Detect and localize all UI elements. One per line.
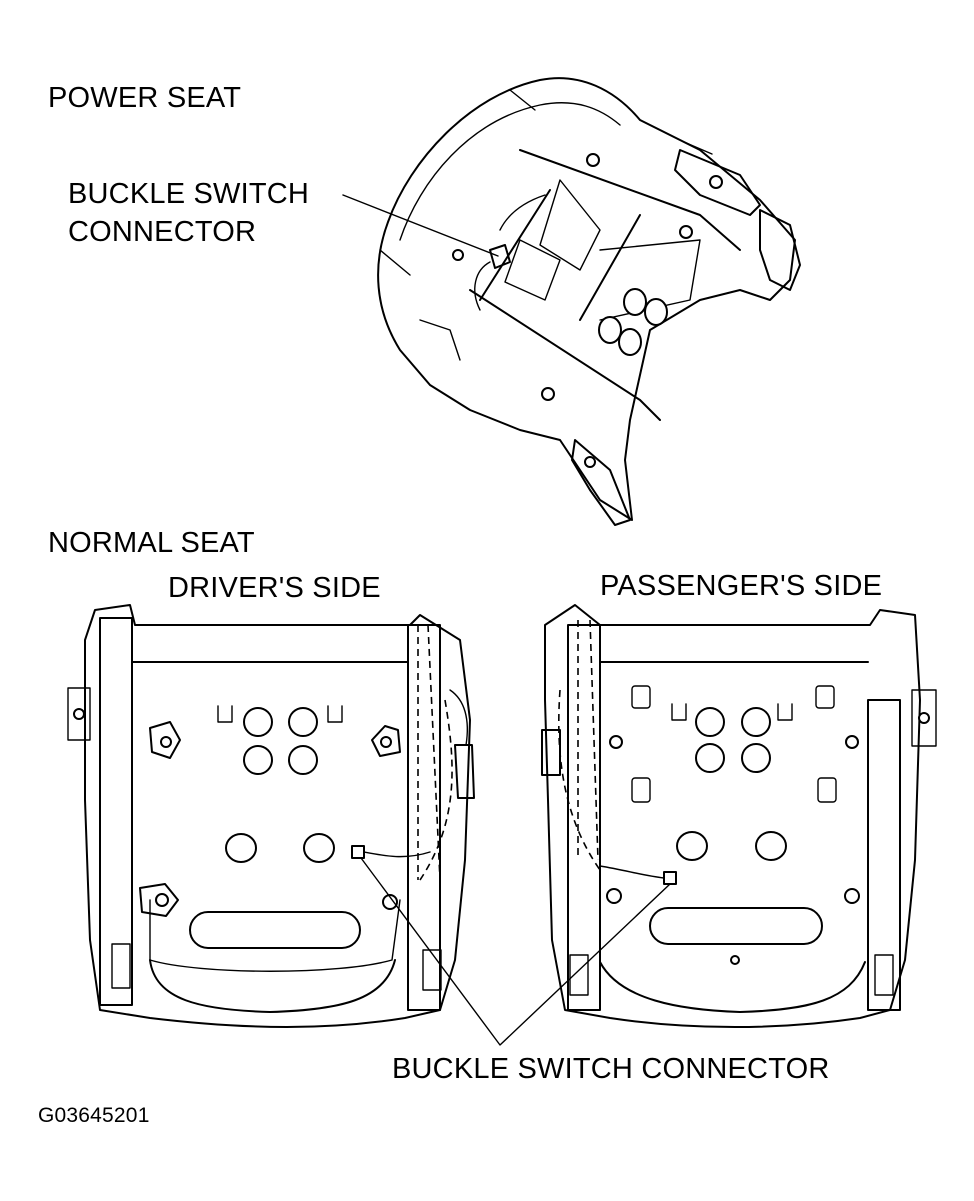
passengers-side-label: PASSENGER'S SIDE bbox=[600, 570, 883, 602]
buckle-switch-connector-label-line1: BUCKLE SWITCH bbox=[68, 178, 310, 210]
bottom-connector-leaders bbox=[360, 857, 671, 1046]
figure-id: G03645201 bbox=[38, 1104, 150, 1127]
buckle-switch-connector-label-line2: CONNECTOR bbox=[68, 216, 257, 248]
passengers-side-seat-illustration bbox=[541, 604, 937, 1028]
power-seat-heading: POWER SEAT bbox=[48, 82, 242, 114]
drivers-side-label: DRIVER'S SIDE bbox=[168, 572, 381, 604]
buckle-switch-connector-bottom-label: BUCKLE SWITCH CONNECTOR bbox=[392, 1053, 830, 1085]
power-seat-illustration bbox=[377, 77, 801, 526]
power-seat-connector-leader bbox=[342, 194, 499, 257]
drivers-side-seat-illustration bbox=[67, 604, 475, 1028]
normal-seat-heading: NORMAL SEAT bbox=[48, 527, 255, 559]
